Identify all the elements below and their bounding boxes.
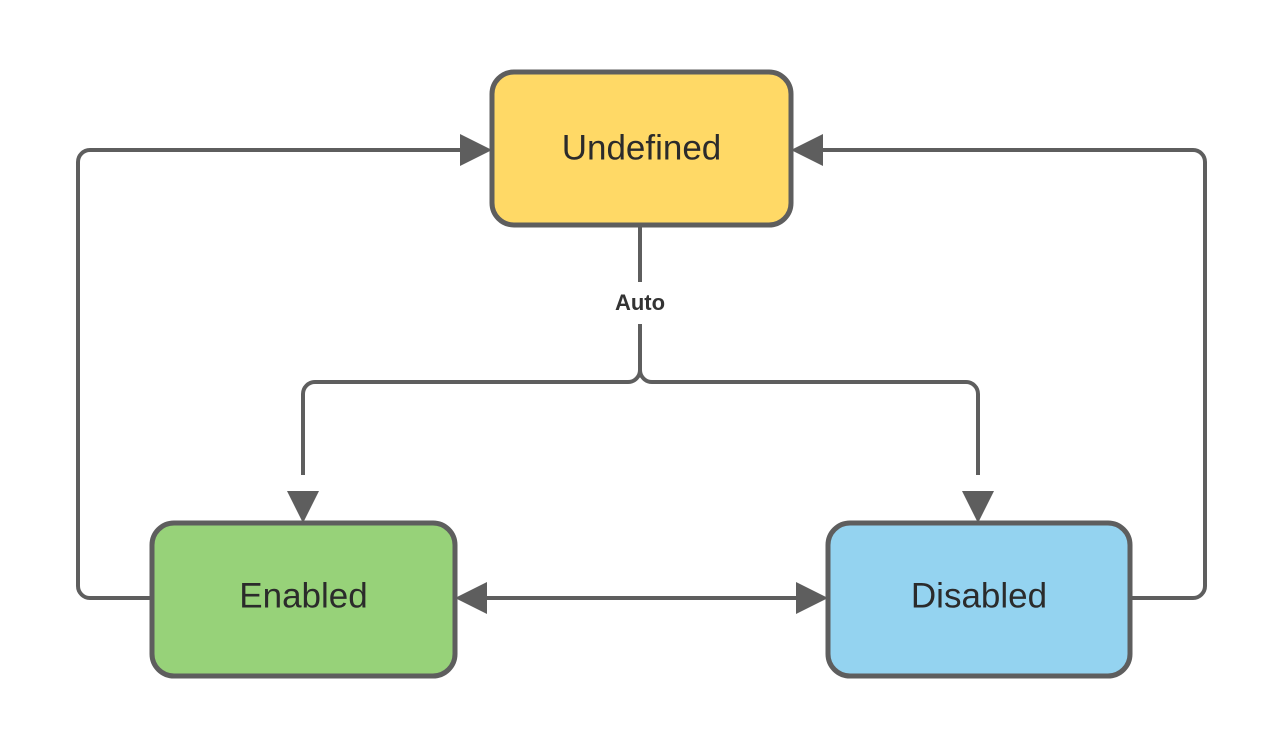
edge-auto-left-arrowhead [287,491,319,523]
edge-auto-label: Auto [615,290,665,315]
node-undefined-label: Undefined [562,128,722,167]
edge-disabled-to-undefined-line [813,148,1207,600]
edge-auto-branch-left [301,369,642,475]
node-undefined-shape [489,69,794,228]
node-enabled[interactable]: Enabled [149,520,458,679]
edge-auto-label-mask [592,282,688,324]
edge-disabled-to-undefined-arrowhead [791,134,823,166]
edge-enabled-to-undefined[interactable] [76,134,492,600]
node-enabled-shape [149,520,458,679]
edge-enabled-disabled-bidirectional[interactable] [455,582,828,614]
node-disabled[interactable]: Disabled [825,520,1133,679]
node-enabled-label: Enabled [239,576,367,615]
edge-undefined-auto-fork[interactable]: Auto [287,225,994,523]
edge-auto-right-arrowhead [962,491,994,523]
node-disabled-label: Disabled [911,576,1047,615]
node-disabled-shape [825,520,1133,679]
node-undefined[interactable]: Undefined [489,69,794,228]
edge-auto-branch-right [638,369,980,475]
edge-enabled-disabled-arrowhead-left [455,582,487,614]
edge-enabled-to-undefined-line [76,148,470,600]
edge-enabled-disabled-arrowhead-right [796,582,828,614]
edge-enabled-to-undefined-arrowhead [460,134,492,166]
edge-disabled-to-undefined[interactable] [791,134,1207,600]
